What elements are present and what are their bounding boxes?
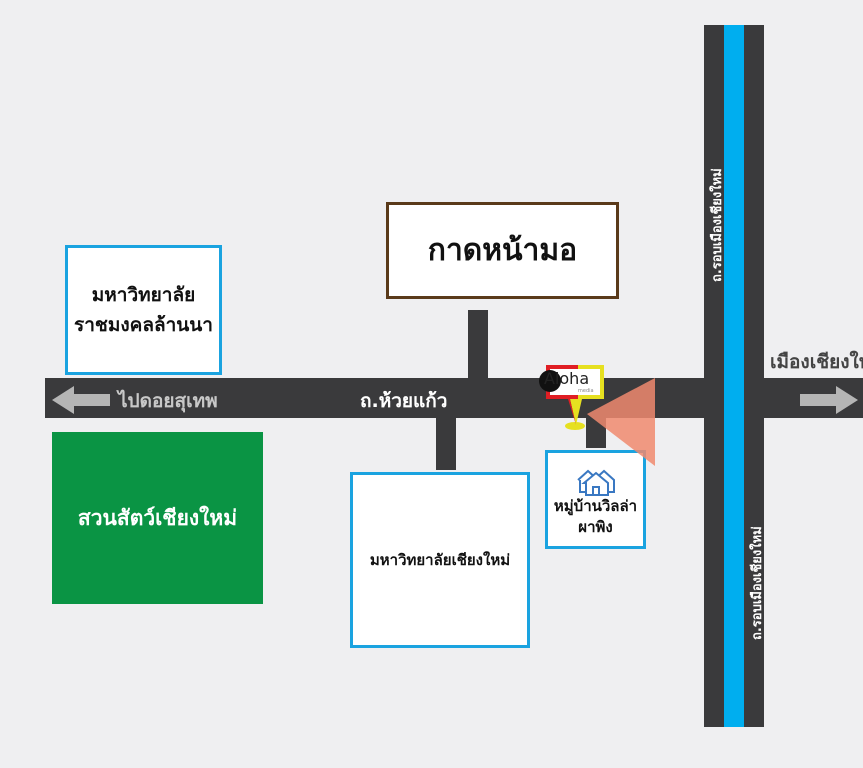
place-zoo: สวนสัตว์เชียงใหม่ — [52, 432, 263, 604]
place-cmu: มหาวิทยาลัยเชียงใหม่ — [350, 472, 530, 648]
view-cone — [587, 378, 655, 466]
place-village: หมู่บ้านวิลล่า ผาพิง — [545, 450, 646, 549]
houses-icon — [576, 469, 615, 497]
kad-stem — [468, 310, 488, 380]
rajamangala-line1: มหาวิทยาลัย — [91, 283, 196, 306]
label-to-doi-suthep: ไปดอยสุเทพ — [118, 390, 218, 412]
cmu-stem — [436, 416, 456, 470]
label-ring-road-upper: ถ.รอบเมืองเชียงใหม่ — [710, 168, 725, 282]
marker-pin-icon — [539, 365, 604, 430]
arrow-right-icon — [800, 386, 858, 414]
label-main-road: ถ.ห้วยแก้ว — [360, 390, 448, 412]
label-ring-road-lower: ถ.รอบเมืองเชียงใหม่ — [750, 526, 765, 640]
aloha-location-marker[interactable]: Aloha media — [538, 363, 608, 433]
marker-sub: media — [578, 388, 594, 394]
arrow-left-icon — [52, 386, 110, 414]
place-kad-na-mor: กาดหน้ามอ — [386, 202, 619, 299]
marker-brand: Aloha — [544, 369, 590, 388]
village-line1: หมู่บ้านวิลล่า — [553, 497, 638, 516]
rajamangala-line2: ราชมงคลล้านนา — [74, 314, 213, 336]
canal — [724, 25, 744, 727]
village-line2: ผาพิง — [578, 517, 613, 536]
label-to-city: เมืองเชียงใหม่ — [770, 351, 863, 373]
place-rajamangala: มหาวิทยาลัย ราชมงคลล้านนา — [65, 245, 222, 375]
